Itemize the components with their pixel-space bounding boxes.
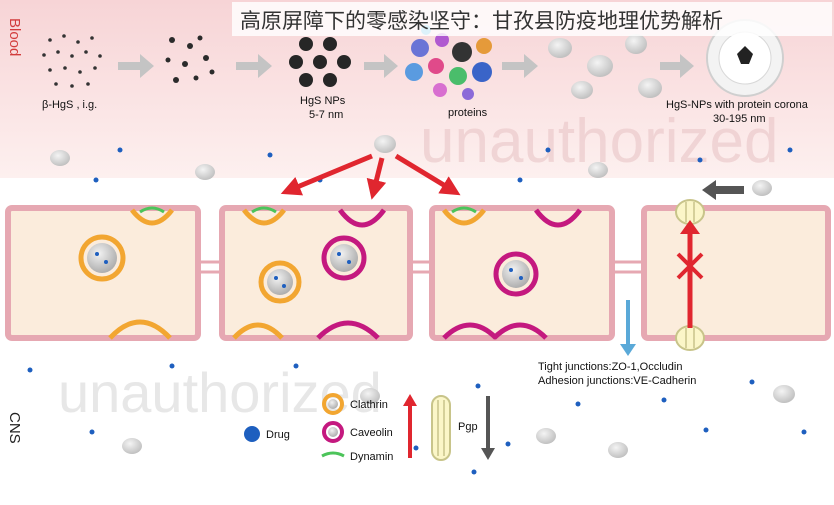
bottom-caveolin-pit [316,320,380,340]
bottom-caveolin-pit [492,322,548,340]
process-arrow [502,54,538,78]
beta-hgs-label: β-HgS , i.g. [42,99,97,111]
legend: Drug Clathrin Caveolin Dynamin Pgp [244,393,495,463]
pgp-transporter-bottom [675,325,705,351]
legend-clathrin-label: Clathrin [350,399,388,411]
legend-pgp-icon [431,395,451,461]
adhesion-junctions-label: Adhesion junctions:VE-Cadherin [538,375,696,387]
clathrin-vesicle [258,260,302,304]
beta-hgs-particles [42,34,102,88]
bottom-clathrin-pit [232,322,284,340]
hgs-nps-size: 5-7 nm [309,109,343,121]
legend-red-arrow-icon [403,394,417,458]
overlay-title: 高原屏障下的零感染坚守：甘孜县防疫地理优势解析 [240,10,723,33]
cns-label: CNS [6,412,23,444]
uptake-arrows [280,153,461,200]
hgs-nps-label: HgS NPs [300,95,346,107]
efflux-blocked-arrow [680,220,700,328]
top-caveolin-pit [533,208,583,228]
blood-nanoparticles [50,135,772,196]
top-clathrin-pit [442,206,486,226]
legend-drug: Drug [244,426,290,442]
cns-drugs [27,363,807,475]
hgs-clusters [165,35,215,83]
overlay-title-bar [232,2,832,36]
protein-corona-particle [706,19,784,97]
bottom-clathrin-pit [108,319,172,340]
process-arrow [364,54,398,78]
corona-size: 30-195 nm [713,113,766,125]
caveolin-vesicle [321,235,367,281]
legend-caveolin-label: Caveolin [350,427,393,439]
bottom-caveolin-pit [442,322,498,340]
process-arrow [118,54,154,78]
legend-drug-label: Drug [266,429,290,441]
caveolin-vesicle [493,251,539,297]
legend-caveolin: Caveolin [322,421,393,443]
corona-label: HgS-NPs with protein corona [666,99,809,111]
tight-junctions [198,260,644,274]
top-clathrin-pit [130,206,174,226]
top-clathrin-pit [242,206,286,226]
legend-dynamin-label: Dynamin [350,451,393,463]
corona-particles [548,34,662,99]
proteins-label: proteins [448,107,488,119]
hgs-nanoparticles [289,37,351,87]
process-arrow [660,54,694,78]
cns-nanoparticles [122,385,795,458]
top-caveolin-pit [337,208,387,228]
junction-pointer-arrow [620,300,636,356]
process-arrow [236,54,272,78]
endothelial-cell-1 [5,205,201,341]
legend-gray-arrow-icon [481,396,495,460]
tight-junctions-label: Tight junctions:ZO-1,Occludin [538,361,682,373]
clathrin-vesicle [78,234,126,282]
endothelial-cell-4 [641,205,831,341]
endothelial-cell-2 [219,205,413,341]
efflux-arrow [702,180,744,200]
legend-pgp-label: Pgp [458,421,478,433]
blood-label: Blood [6,18,23,56]
legend-clathrin: Clathrin [322,393,388,415]
blocked-cross-icon [676,252,704,280]
legend-dynamin: Dynamin [321,451,393,463]
